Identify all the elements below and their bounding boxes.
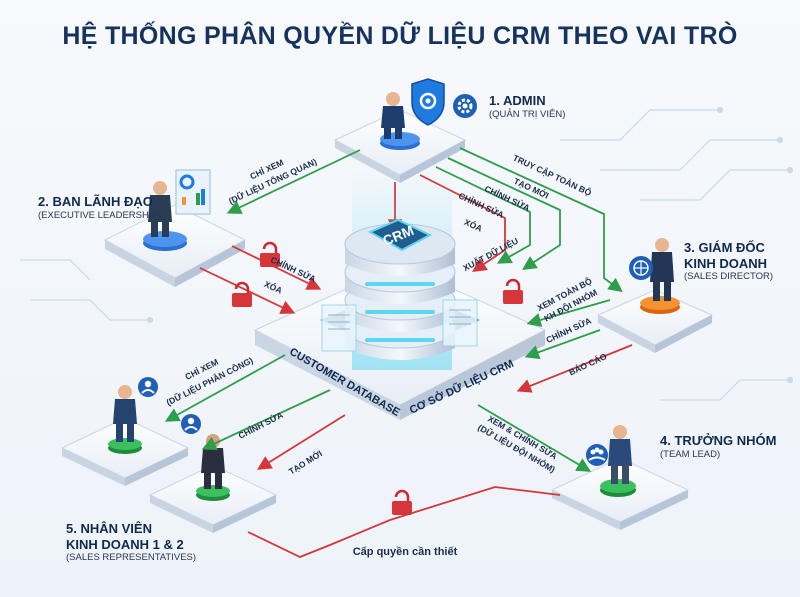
role-subtitle-director: (SALES DIRECTOR) (684, 271, 774, 283)
role-title-admin: 1. ADMIN (489, 93, 546, 108)
arrow-sales-create (256, 414, 346, 470)
role-label-director: 3. GIÁM ĐỐC KINH DOANH (SALES DIRECTOR) (684, 240, 773, 283)
arrow-admin-delete (419, 174, 506, 272)
green-arrows (164, 147, 623, 472)
role-title-team-lead: 4. TRƯỞNG NHÓM (660, 433, 777, 448)
arrow-admin-create (447, 157, 561, 270)
role-title-director-1: 3. GIÁM ĐỐC (684, 240, 765, 255)
person-admin (381, 78, 445, 139)
arrow-dir-report (516, 344, 633, 393)
page-title: HỆ THỐNG PHÂN QUYỀN DỮ LIỆU CRM THEO VAI… (62, 22, 738, 50)
arrow-dir-view (526, 299, 611, 327)
role-label-sales: 5. NHÂN VIÊN KINH DOANH 1 & 2 (SALES REP… (66, 521, 196, 564)
label-grant: Cấp quyền cần thiết (353, 546, 458, 558)
label-sales-create: TẠO MỚI (286, 447, 324, 476)
lock-icon (392, 489, 412, 515)
label-sales-edit: CHỈNH SỬA (236, 409, 284, 441)
arrow-sales-view (164, 354, 286, 422)
arrow-lead-view (226, 149, 361, 214)
role-subtitle-sales: (SALES REPRESENTATIVES) (66, 552, 197, 564)
person-leadership (148, 169, 211, 237)
role-label-admin: 1. ADMIN (QUẢN TRỊ VIÊN) (489, 93, 565, 120)
lock-icon (232, 281, 252, 307)
lock-icon (503, 278, 523, 304)
arrow-sales-edit (201, 389, 331, 450)
role-subtitle-team-lead: (TEAM LEAD) (660, 448, 721, 460)
role-subtitle-admin: (QUẢN TRỊ VIÊN) (489, 108, 566, 120)
arrow-tl-view (477, 404, 592, 472)
arrow-grant (247, 486, 561, 558)
person-director (629, 238, 674, 301)
gear-shield-icon (453, 94, 477, 118)
arrow-admin-edit (435, 166, 531, 264)
role-title-sales-1: 5. NHÂN VIÊN (66, 521, 152, 536)
label-admin-export: XUẤT DỮ LIỆU (461, 235, 520, 273)
role-title-sales-2: KINH DOANH 1 & 2 (66, 536, 184, 552)
label-lead-edit: CHỈNH SỬA (269, 254, 318, 285)
label-lead-delete: XÓA (263, 278, 285, 296)
lock-icon (260, 241, 280, 267)
label-dir-report: BÁO CÁO (567, 351, 608, 377)
role-title-director-2: KINH DOANH (684, 255, 768, 271)
crm-server (320, 170, 480, 370)
platform-director (596, 289, 714, 353)
stand-sales-2 (196, 485, 230, 501)
role-title-leadership: 2. BAN LÃNH ĐẠO (38, 194, 153, 209)
role-label-leadership: 2. BAN LÃNH ĐẠO (EXECUTIVE LEADERSHIP) (38, 194, 161, 221)
stand-sales-1 (108, 438, 142, 454)
label-admin-delete: XÓA (463, 216, 485, 234)
arrow-dir-edit (524, 329, 601, 360)
role-label-team-lead: 4. TRƯỞNG NHÓM (TEAM LEAD) (660, 433, 777, 460)
role-subtitle-leadership: (EXECUTIVE LEADERSHIP) (38, 209, 161, 221)
person-team-lead (586, 425, 632, 484)
arrow-admin-full (459, 147, 623, 293)
arrow-lead-delete (199, 267, 296, 314)
circuit-background (20, 106, 794, 401)
stand-team-lead (600, 479, 636, 497)
person-sales-1 (113, 377, 158, 442)
